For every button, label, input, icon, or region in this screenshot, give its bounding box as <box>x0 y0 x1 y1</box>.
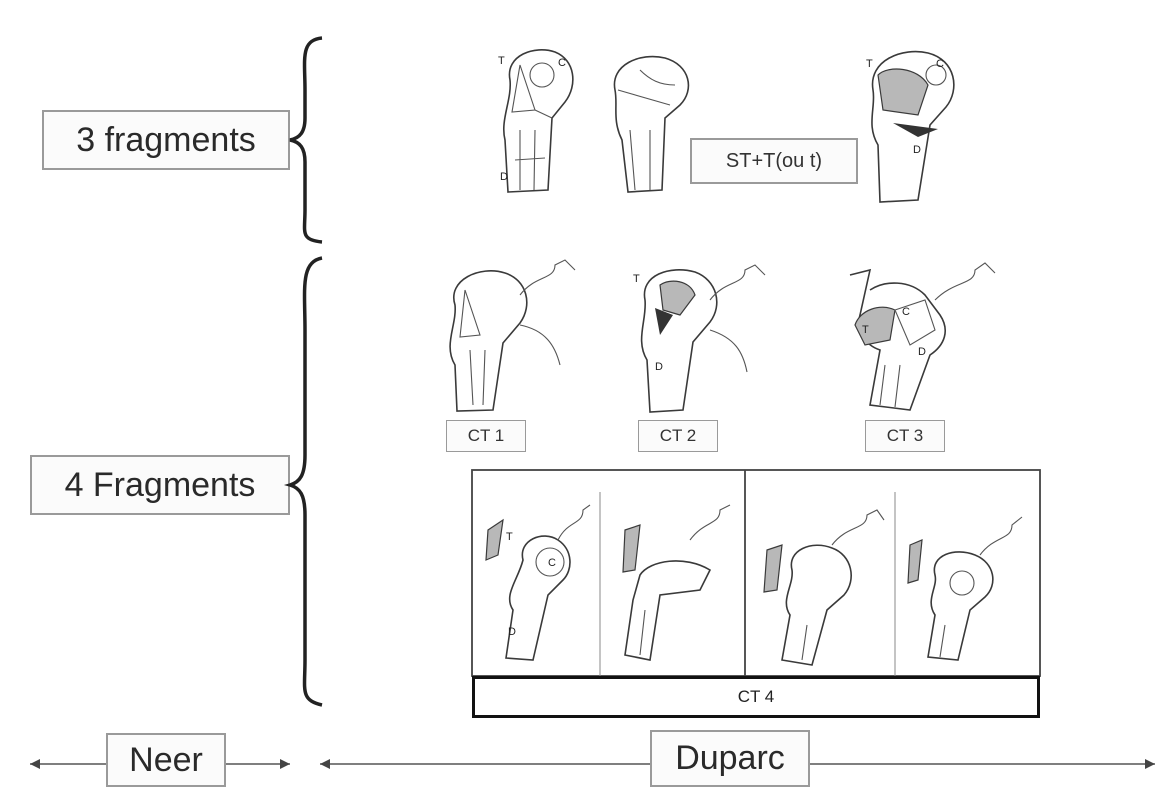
letter-c: C <box>936 58 944 70</box>
brace-four-fragments <box>290 258 322 705</box>
humerus-figure-3frag-2 <box>600 50 700 200</box>
letter-d: D <box>913 144 921 156</box>
letter-c: C <box>902 306 910 318</box>
humerus-figure-3frag-1: T C D <box>490 40 590 200</box>
humerus-figure-3frag-3: T C D <box>858 45 968 205</box>
humerus-figure-ct4-d <box>900 505 1035 670</box>
letter-c: C <box>558 57 566 69</box>
ct3-label: CT 3 <box>865 420 945 452</box>
ct1-label: CT 1 <box>446 420 526 452</box>
neer-left-arrow <box>30 759 40 769</box>
duparc-left-arrow <box>320 759 330 769</box>
letter-t: T <box>862 324 869 336</box>
letter-d: D <box>508 626 516 638</box>
letter-t: T <box>633 273 640 285</box>
letter-d: D <box>500 171 508 183</box>
humerus-figure-ct4-a: T C D <box>478 500 598 670</box>
letter-c: C <box>548 557 556 569</box>
humerus-figure-ct3: T C D <box>840 255 1020 415</box>
letter-d: D <box>918 346 926 358</box>
humerus-figure-ct4-c <box>752 500 892 670</box>
duparc-right-arrow <box>1145 759 1155 769</box>
neer-right-arrow <box>280 759 290 769</box>
letter-t: T <box>498 55 505 67</box>
st-t-label: ST+T(ou t) <box>690 138 858 184</box>
ct2-label: CT 2 <box>638 420 718 452</box>
duparc-axis-label: Duparc <box>650 730 810 787</box>
neer-axis-label: Neer <box>106 733 226 787</box>
ct4-label: CT 4 <box>472 676 1040 718</box>
humerus-figure-ct1 <box>425 255 585 415</box>
humerus-figure-ct2: T D <box>625 260 785 415</box>
humerus-figure-ct4-b <box>605 500 740 670</box>
letter-t: T <box>866 58 873 70</box>
letter-d: D <box>655 361 663 373</box>
letter-t: T <box>506 531 513 543</box>
brace-three-fragments <box>290 38 322 242</box>
